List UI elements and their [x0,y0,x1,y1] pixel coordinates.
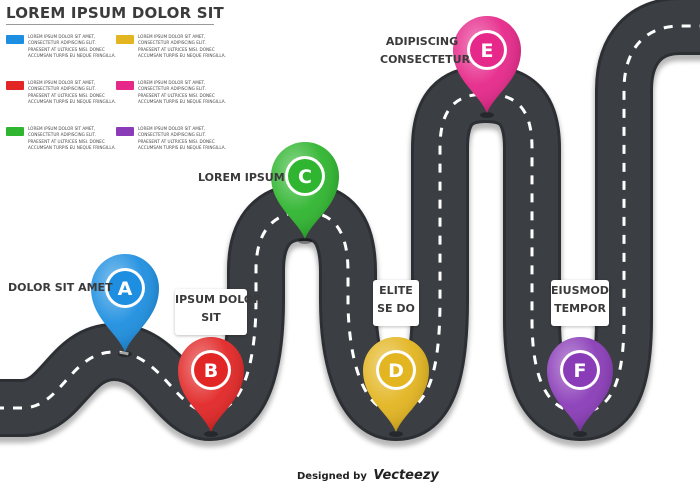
legend-swatch [6,127,24,136]
marker-b-letter: B [204,360,218,382]
marker-f-label: EIUSMOD TEMPOR [551,280,609,326]
legend-swatch [6,81,24,90]
marker-e[interactable]: E [453,16,521,118]
marker-e-label-line1: ADIPISCING [385,35,459,48]
marker-d-label-line2: SE DO [377,302,415,315]
marker-d-letter: D [388,360,404,382]
marker-a[interactable]: A [91,254,159,357]
marker-d-label-line1: ELITE [379,284,413,297]
legend-text: LOREM IPSUM DOLOR SIT AMET, CONSECTETUR … [138,80,226,105]
marker-e-label-line2: CONSECTETUR [380,53,471,66]
marker-f-label-line2: TEMPOR [554,302,606,315]
marker-d[interactable]: D [363,337,429,437]
marker-b[interactable]: B [178,337,244,437]
page-title: LOREM IPSUM DOLOR SIT [6,4,224,22]
marker-a-letter: A [118,278,133,300]
marker-b-label-line2: SIT [201,311,221,324]
legend-text: LOREM IPSUM DOLOR SIT AMET, CONSECTETUR … [138,34,226,59]
marker-f[interactable]: F [547,337,613,437]
legend-text: LOREM IPSUM DOLOR SIT AMET, CONSECTETUR … [28,80,116,105]
legend-swatch [116,81,134,90]
marker-b-label-line1: IPSUM DOLOR [175,293,262,306]
marker-b-label: IPSUM DOLOR SIT [175,289,262,335]
marker-e-label: ADIPISCING CONSECTETUR [380,33,471,69]
marker-c[interactable]: C [271,142,339,244]
title-divider [6,24,214,25]
legend-text: LOREM IPSUM DOLOR SIT AMET, CONSECTETUR … [28,126,116,151]
marker-f-letter: F [574,360,587,382]
marker-c-letter: C [298,166,312,188]
marker-a-label: DOLOR SIT AMET [8,281,113,294]
legend-text: LOREM IPSUM DOLOR SIT AMET, CONSECTETUR … [28,34,116,59]
legend-swatch [116,127,134,136]
legend-swatch [116,35,134,44]
legend-text: LOREM IPSUM DOLOR SIT AMET, CONSECTETUR … [138,126,226,151]
legend-swatch [6,35,24,44]
marker-e-letter: E [481,40,494,62]
marker-d-label: ELITE SE DO [373,280,419,326]
credit-brand: Vecteezy [373,468,439,483]
credit-prefix: Designed by [297,471,367,482]
designer-credit: Designed by Vecteezy [297,468,439,483]
marker-f-label-line1: EIUSMOD [551,284,609,297]
marker-c-label: LOREM IPSUM [198,171,285,184]
